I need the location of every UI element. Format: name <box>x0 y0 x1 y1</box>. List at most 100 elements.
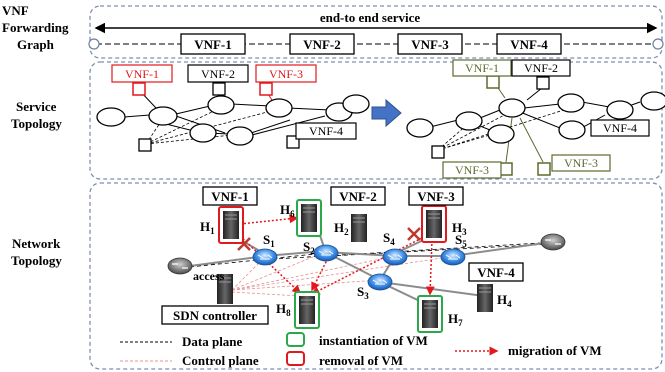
left-node-3 <box>207 95 235 115</box>
left-node-4 <box>265 98 293 118</box>
switch-labels: S1 S2 S3 S4 S5 <box>263 230 467 301</box>
server-h4-icon <box>477 284 493 312</box>
sdn-controller-box <box>161 305 269 325</box>
left-node-8 <box>342 94 370 114</box>
sdn-controller-server-icon <box>217 274 233 304</box>
host-label-h4: H4 <box>497 292 512 309</box>
row-label-service-line-1: Service <box>16 99 57 114</box>
server-h8-icon <box>294 291 320 329</box>
host-label-h8: H8 <box>276 301 291 318</box>
right-node-8 <box>640 91 665 111</box>
net-vnf-4-label: VNF-4 <box>477 265 515 280</box>
net-vnf-1-box <box>202 186 258 206</box>
row-label-forwarding-line-3: Graph <box>17 37 55 52</box>
row-label-service: Service Topology <box>11 99 62 131</box>
server-h2-icon <box>351 214 367 242</box>
right-node-1 <box>406 118 434 138</box>
left-node-6 <box>226 126 254 146</box>
migration-arrow-h3-h7 <box>425 239 435 296</box>
left-vm-square-3 <box>259 82 273 96</box>
left-label-box-vnf-2 <box>187 64 249 83</box>
gateway-right-icon <box>540 233 566 251</box>
left-label-box-vnf-4 <box>295 122 357 140</box>
switch-s2-icon <box>313 244 339 262</box>
host-label-h7: H7 <box>448 311 463 328</box>
legend-removal-swatch <box>286 351 305 366</box>
right-label-vnf-1: VNF-1 <box>465 61 499 75</box>
switch-s3-icon <box>367 273 393 291</box>
forwarding-panel <box>89 5 663 59</box>
left-label-box-vnf-3 <box>255 64 317 83</box>
right-node-4 <box>557 93 585 113</box>
network-panel <box>89 182 663 370</box>
host-labels: H1 H6 H2 H3 H8 H7 H4 <box>200 202 512 328</box>
switch-label-s1: S1 <box>263 232 275 249</box>
service-topology-right <box>406 59 665 179</box>
switch-s5-icon <box>440 248 466 266</box>
right-node-2 <box>455 111 483 131</box>
gateway-left-icon <box>167 257 193 275</box>
right-vm-square-5 <box>537 162 551 176</box>
fg-vnf-4-label: VNF-4 <box>510 37 548 52</box>
left-label-box-vnf-1 <box>111 64 173 83</box>
switch-s4-icon <box>382 248 408 266</box>
switch-label-s5: S5 <box>455 232 467 249</box>
fg-vnf-3-label: VNF-3 <box>411 37 449 52</box>
switch-label-s3: S3 <box>357 284 369 301</box>
legend: Data plane Control plane instantiation o… <box>120 332 602 368</box>
left-label-vnf-4: VNF-4 <box>309 124 343 138</box>
legend-control-plane-label: Control plane <box>182 353 259 368</box>
forwarding-endpoint-left <box>88 38 100 50</box>
left-label-vnf-3: VNF-3 <box>269 67 303 81</box>
migration-arrow-h3-h8 <box>310 237 423 295</box>
left-label-vnf-1: VNF-1 <box>125 67 159 81</box>
right-label-box-vnf-1 <box>452 59 512 77</box>
sdn-controller-label: SDN controller <box>173 308 257 323</box>
host-label-h2: H2 <box>334 220 349 237</box>
left-node-5 <box>189 123 217 143</box>
right-label-box-vnf-4 <box>590 119 650 137</box>
host-label-h3: H3 <box>452 220 467 237</box>
switch-s1-icon <box>252 248 278 266</box>
right-label-vnf-3b: VNF-3 <box>564 156 598 170</box>
right-node-3 <box>498 98 526 118</box>
left-vm-square-2 <box>212 82 226 96</box>
migration-arrows <box>239 214 435 296</box>
net-vnf-3-box <box>408 186 464 206</box>
row-label-network-line-1: Network <box>12 236 61 251</box>
fg-vnf-1-label: VNF-1 <box>194 37 232 52</box>
right-vm-square-3 <box>431 145 445 159</box>
fg-vnf-1-box <box>180 33 246 55</box>
access-label: access <box>193 269 225 283</box>
legend-data-plane-label: Data plane <box>182 334 243 349</box>
row-label-forwarding: VNF Forwarding Graph <box>2 3 69 52</box>
right-node-6 <box>558 120 586 140</box>
fg-vnf-2-label: VNF-2 <box>303 37 341 52</box>
server-h6-icon <box>296 199 322 237</box>
right-vm-square-2 <box>536 76 550 90</box>
net-vnf-1-label: VNF-1 <box>211 189 249 204</box>
right-label-vnf-2: VNF-2 <box>524 61 558 75</box>
right-label-box-vnf-3b <box>551 154 611 172</box>
row-label-network: Network Topology <box>11 236 62 268</box>
host-label-h6: H6 <box>280 202 295 219</box>
net-vnf-2-box <box>330 186 386 206</box>
network-vnf-labels: VNF-1 VNF-2 VNF-3 VNF-4 <box>202 186 524 282</box>
fg-vnf-4-box <box>496 33 562 55</box>
right-vm-square-1 <box>486 75 500 89</box>
right-label-vnf-4: VNF-4 <box>603 121 637 135</box>
server-h3-icon <box>421 205 447 243</box>
left-node-1 <box>96 107 126 127</box>
end-to-end-label: end-to end service <box>320 10 421 25</box>
switch-label-s4: S4 <box>383 230 395 247</box>
switch-label-s2: S2 <box>303 239 315 256</box>
left-node-2 <box>148 106 178 126</box>
right-vm-square-4 <box>499 162 513 176</box>
row-label-network-line-2: Topology <box>11 253 62 268</box>
row-label-service-line-2: Topology <box>11 116 62 131</box>
net-vnf-3-label: VNF-3 <box>417 189 455 204</box>
server-h7-icon <box>417 295 443 333</box>
left-vm-square-4 <box>138 138 152 152</box>
fg-vnf-2-box <box>289 33 355 55</box>
